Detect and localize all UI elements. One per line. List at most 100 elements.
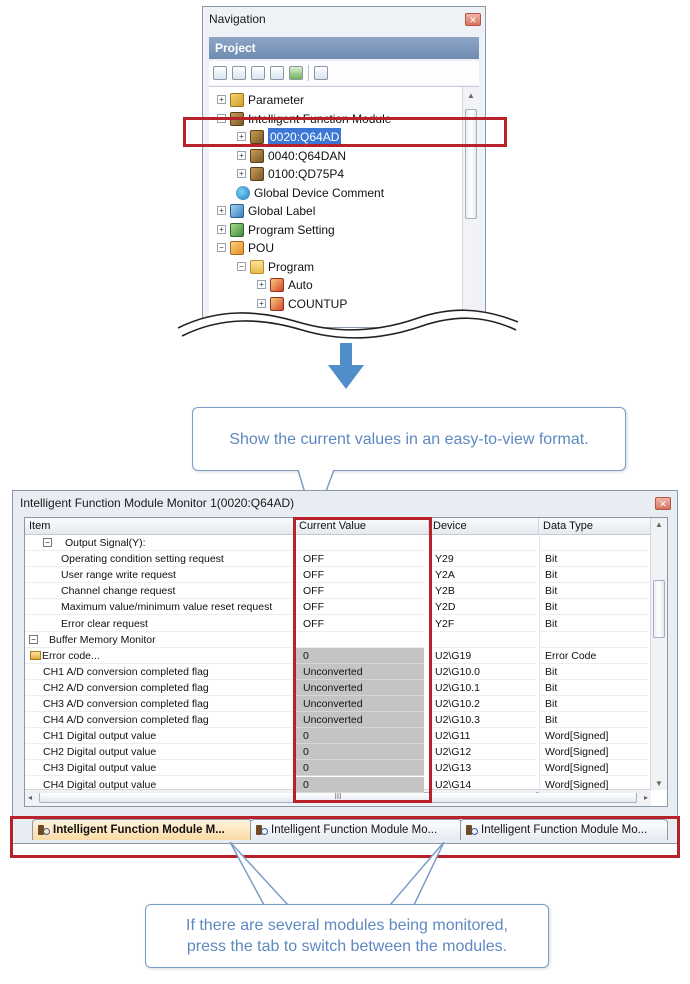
row-item-label: CH1 Digital output value (43, 730, 157, 743)
expand-icon[interactable]: + (257, 280, 266, 289)
tree-item[interactable]: +Parameter (209, 91, 459, 109)
globe-icon (236, 185, 250, 200)
cell-current-value: OFF (295, 567, 424, 584)
navigation-scroll-thumb[interactable] (465, 109, 477, 219)
expand-icon[interactable]: + (217, 95, 226, 104)
cell-device: U2\G12 (429, 744, 536, 761)
tree-item[interactable]: +COUNTUP (209, 295, 459, 313)
parameter-icon (230, 93, 244, 107)
cell-current-value: OFF (295, 599, 424, 616)
cell-data-type: Bit (539, 664, 649, 680)
table-row[interactable]: Maximum value/minimum value reset reques… (25, 599, 651, 616)
cell-device (429, 632, 536, 648)
scroll-up-arrow-icon[interactable]: ▲ (467, 91, 475, 100)
property-icon[interactable] (270, 66, 284, 80)
tree-item[interactable]: +0040:Q64DAN (209, 147, 459, 165)
tree-item[interactable]: +Program Setting (209, 221, 459, 239)
cell-device: U2\G11 (429, 728, 536, 745)
column-header-item[interactable]: Item (25, 518, 295, 534)
project-header[interactable]: Project (209, 37, 479, 59)
scroll-down-arrow-icon[interactable]: ▼ (655, 779, 663, 788)
tree-item[interactable]: Global Device Comment (209, 184, 459, 202)
program-setting-icon (230, 222, 244, 237)
column-header-device[interactable]: Device (429, 518, 539, 534)
tab-monitor-3[interactable]: Intelligent Function Module Mo... (460, 819, 668, 840)
grid-vertical-scrollbar[interactable]: ▲ ▼ (650, 518, 667, 790)
tree-item-label: 0040:Q64DAN (268, 148, 347, 163)
expand-icon[interactable]: + (217, 224, 226, 234)
grid-scroll-thumb[interactable] (653, 580, 665, 638)
cell-device: U2\G10.1 (429, 680, 536, 696)
monitor-title: Intelligent Function Module Monitor 1(00… (20, 496, 295, 510)
paste-icon[interactable] (251, 66, 265, 80)
folder-detail-icon (30, 650, 41, 660)
navigation-close-button[interactable]: ✕ (465, 13, 481, 26)
monitor-close-button[interactable]: ✕ (655, 497, 671, 510)
cell-item: −Buffer Memory Monitor (25, 632, 295, 648)
module-monitor-icon (466, 824, 478, 836)
sort-dropdown-icon[interactable] (314, 66, 328, 80)
expand-icon[interactable]: + (237, 132, 246, 141)
refresh-icon[interactable] (289, 66, 303, 80)
column-header-current-value[interactable]: Current Value (295, 518, 429, 534)
expand-icon[interactable]: + (217, 206, 226, 215)
expand-icon[interactable]: + (257, 298, 266, 308)
scroll-up-arrow-icon[interactable]: ▲ (655, 520, 663, 529)
cell-item: −Output Signal(Y): (25, 535, 295, 551)
collapse-icon[interactable]: − (237, 261, 246, 271)
tree-item[interactable]: +0100:QD75P4 (209, 165, 459, 183)
cell-device: Y2A (429, 567, 536, 584)
cell-data-type: Bit (539, 599, 649, 616)
expand-icon[interactable]: + (237, 150, 246, 160)
cell-data-type: Word[Signed] (539, 777, 649, 793)
collapse-icon[interactable]: − (217, 243, 226, 252)
navigation-vertical-scrollbar[interactable]: ▲ (462, 87, 479, 327)
selected-module-highlight (183, 117, 507, 147)
cell-data-type: Word[Signed] (539, 728, 649, 745)
tree-item[interactable]: −POU (209, 239, 459, 257)
cell-device: U2\G10.3 (429, 712, 536, 729)
scroll-left-arrow-icon[interactable]: ◂ (28, 793, 33, 802)
cell-current-value: 0 (295, 647, 424, 664)
project-tree: ▲ +Parameter−Intelligent Function Module… (209, 86, 479, 327)
row-item-label: CH4 Digital output value (43, 778, 157, 791)
table-row[interactable]: −Output Signal(Y): (25, 535, 651, 551)
tab-monitor-2[interactable]: Intelligent Function Module Mo... (250, 819, 462, 840)
row-item-label: Operating condition setting request (61, 553, 224, 566)
row-item-label: Maximum value/minimum value reset reques… (61, 601, 273, 614)
module-icon (250, 130, 264, 144)
column-header-data-type[interactable]: Data Type (543, 520, 593, 532)
expand-icon[interactable]: + (237, 169, 246, 178)
tree-item[interactable]: +Auto (209, 276, 459, 294)
row-item-label: Error clear request (61, 617, 148, 630)
collapse-icon[interactable]: − (43, 538, 52, 547)
tree-item[interactable]: − Program (209, 258, 459, 276)
new-data-icon[interactable] (213, 66, 227, 80)
table-row[interactable]: −Buffer Memory Monitor (25, 632, 651, 648)
scroll-right-arrow-icon[interactable]: ▸ (643, 793, 648, 802)
tree-item-label: Global Label (248, 204, 316, 218)
tree-item[interactable]: + Global Label (209, 202, 459, 220)
collapse-icon[interactable]: − (29, 634, 38, 644)
cell-current-value: Unconverted (295, 696, 424, 712)
cell-data-type: Bit (539, 583, 649, 600)
tab-monitor-1[interactable]: Intelligent Function Module M... (32, 819, 252, 840)
tree-item[interactable]: +0020:Q64AD (209, 128, 459, 146)
copy-icon[interactable] (232, 66, 246, 80)
tree-item-label: Program (268, 259, 315, 274)
tree-item-label: Global Device Comment (254, 185, 385, 200)
cell-device: U2\G19 (429, 648, 536, 664)
